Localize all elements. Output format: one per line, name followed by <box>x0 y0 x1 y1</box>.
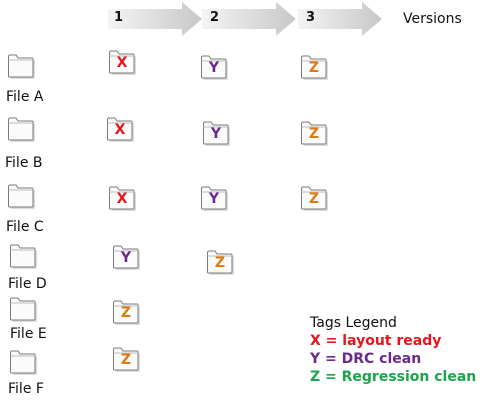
file-label-d: File D <box>8 276 47 292</box>
tags-legend: Tags Legend X = layout ready Y = DRC cle… <box>310 314 476 386</box>
tag-label: Y <box>120 250 132 266</box>
folder-icon[interactable] <box>7 116 35 142</box>
folder-icon[interactable]: Y <box>200 185 228 211</box>
legend-title: Tags Legend <box>310 315 397 331</box>
tag-label: Z <box>120 305 132 321</box>
legend-item-x: X = layout ready <box>310 333 442 349</box>
folder-icon[interactable] <box>9 296 37 322</box>
version-arrow-3: 3 <box>298 2 382 36</box>
version-arrow-1: 1 <box>108 2 202 36</box>
tag-label: Z <box>120 352 132 368</box>
tag-label: Y <box>208 191 220 207</box>
folder-icon[interactable]: Y <box>112 244 140 270</box>
file-label-a: File A <box>6 89 44 105</box>
tag-label: Y <box>208 60 220 76</box>
tag-label: Z <box>214 255 226 271</box>
folder-icon[interactable]: Z <box>300 54 328 80</box>
folder-icon[interactable] <box>7 53 35 79</box>
version-arrow-2: 2 <box>202 2 296 36</box>
legend-item-z: Z = Regression clean <box>310 369 477 385</box>
folder-icon[interactable]: Z <box>206 249 234 275</box>
folder-icon[interactable]: X <box>108 185 136 211</box>
folder-icon[interactable]: Y <box>200 54 228 80</box>
file-label-e: File E <box>10 326 47 342</box>
file-label-b: File B <box>5 155 43 171</box>
tag-label: X <box>116 191 128 207</box>
legend-item-y: Y = DRC clean <box>310 351 422 367</box>
tag-label: Y <box>210 126 222 142</box>
folder-icon[interactable]: Z <box>300 120 328 146</box>
tag-label: Z <box>308 60 320 76</box>
file-label-c: File C <box>6 219 44 235</box>
folder-icon[interactable]: Z <box>300 185 328 211</box>
versions-title: Versions <box>403 11 462 27</box>
folder-icon[interactable]: X <box>106 116 134 142</box>
tag-label: X <box>116 55 128 71</box>
arrow-right-icon <box>108 2 202 36</box>
folder-icon[interactable]: Z <box>112 346 140 372</box>
version-label: 3 <box>306 10 316 25</box>
folder-icon[interactable]: Y <box>202 120 230 146</box>
folder-icon[interactable] <box>7 183 35 209</box>
arrow-right-icon <box>298 2 382 36</box>
file-label-f: File F <box>8 381 44 397</box>
folder-icon[interactable] <box>9 349 37 375</box>
tag-label: Z <box>308 191 320 207</box>
tag-label: X <box>114 122 126 138</box>
tag-label: Z <box>308 126 320 142</box>
folder-icon[interactable] <box>9 243 37 269</box>
folder-icon[interactable]: Z <box>112 299 140 325</box>
folder-icon[interactable]: X <box>108 49 136 75</box>
version-label: 1 <box>114 10 124 25</box>
version-label: 2 <box>210 10 220 25</box>
arrow-right-icon <box>202 2 296 36</box>
